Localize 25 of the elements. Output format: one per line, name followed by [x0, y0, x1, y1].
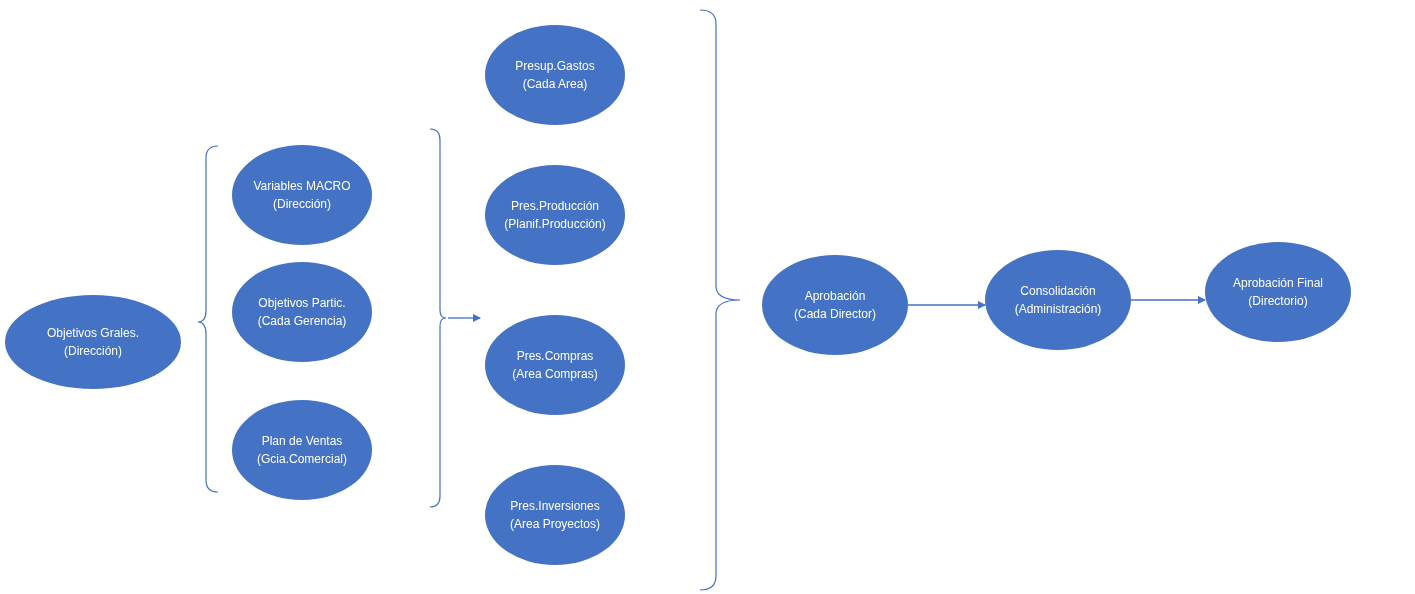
arrow: [447, 314, 481, 322]
node-text: Consolidación: [1020, 283, 1096, 300]
node-text: (Area Proyectos): [510, 516, 600, 533]
arrow: [1130, 296, 1206, 304]
node-text: Variables MACRO: [253, 178, 351, 195]
node-text: Aprobación Final: [1232, 275, 1324, 292]
node-text: (Area Compras): [512, 366, 598, 383]
node-text: (Gcia.Comercial): [257, 451, 347, 468]
node-text: (Administración): [1014, 301, 1102, 318]
node-text: (Dirección): [273, 196, 331, 213]
node-text: (Cada Gerencia): [257, 313, 347, 330]
node-text: (Dirección): [64, 343, 122, 360]
node-text: Pres.Compras: [516, 348, 594, 365]
node-text: Pres.Producción: [510, 198, 599, 215]
node-text: Plan de Ventas: [261, 433, 343, 450]
node-text: (Planif.Producción): [504, 216, 606, 233]
node-text: (Cada Director): [794, 306, 876, 323]
node-text: Presup.Gastos: [515, 58, 595, 75]
node-text: Objetivos Grales.: [46, 325, 139, 342]
node-text: (Directorio): [1248, 293, 1308, 310]
node-text: Pres.Inversiones: [510, 498, 600, 515]
node-text: (Cada Area): [522, 76, 588, 93]
node-text: Objetivos Partic.: [258, 295, 346, 312]
arrow: [907, 301, 986, 309]
node-text: Aprobación: [804, 288, 866, 305]
